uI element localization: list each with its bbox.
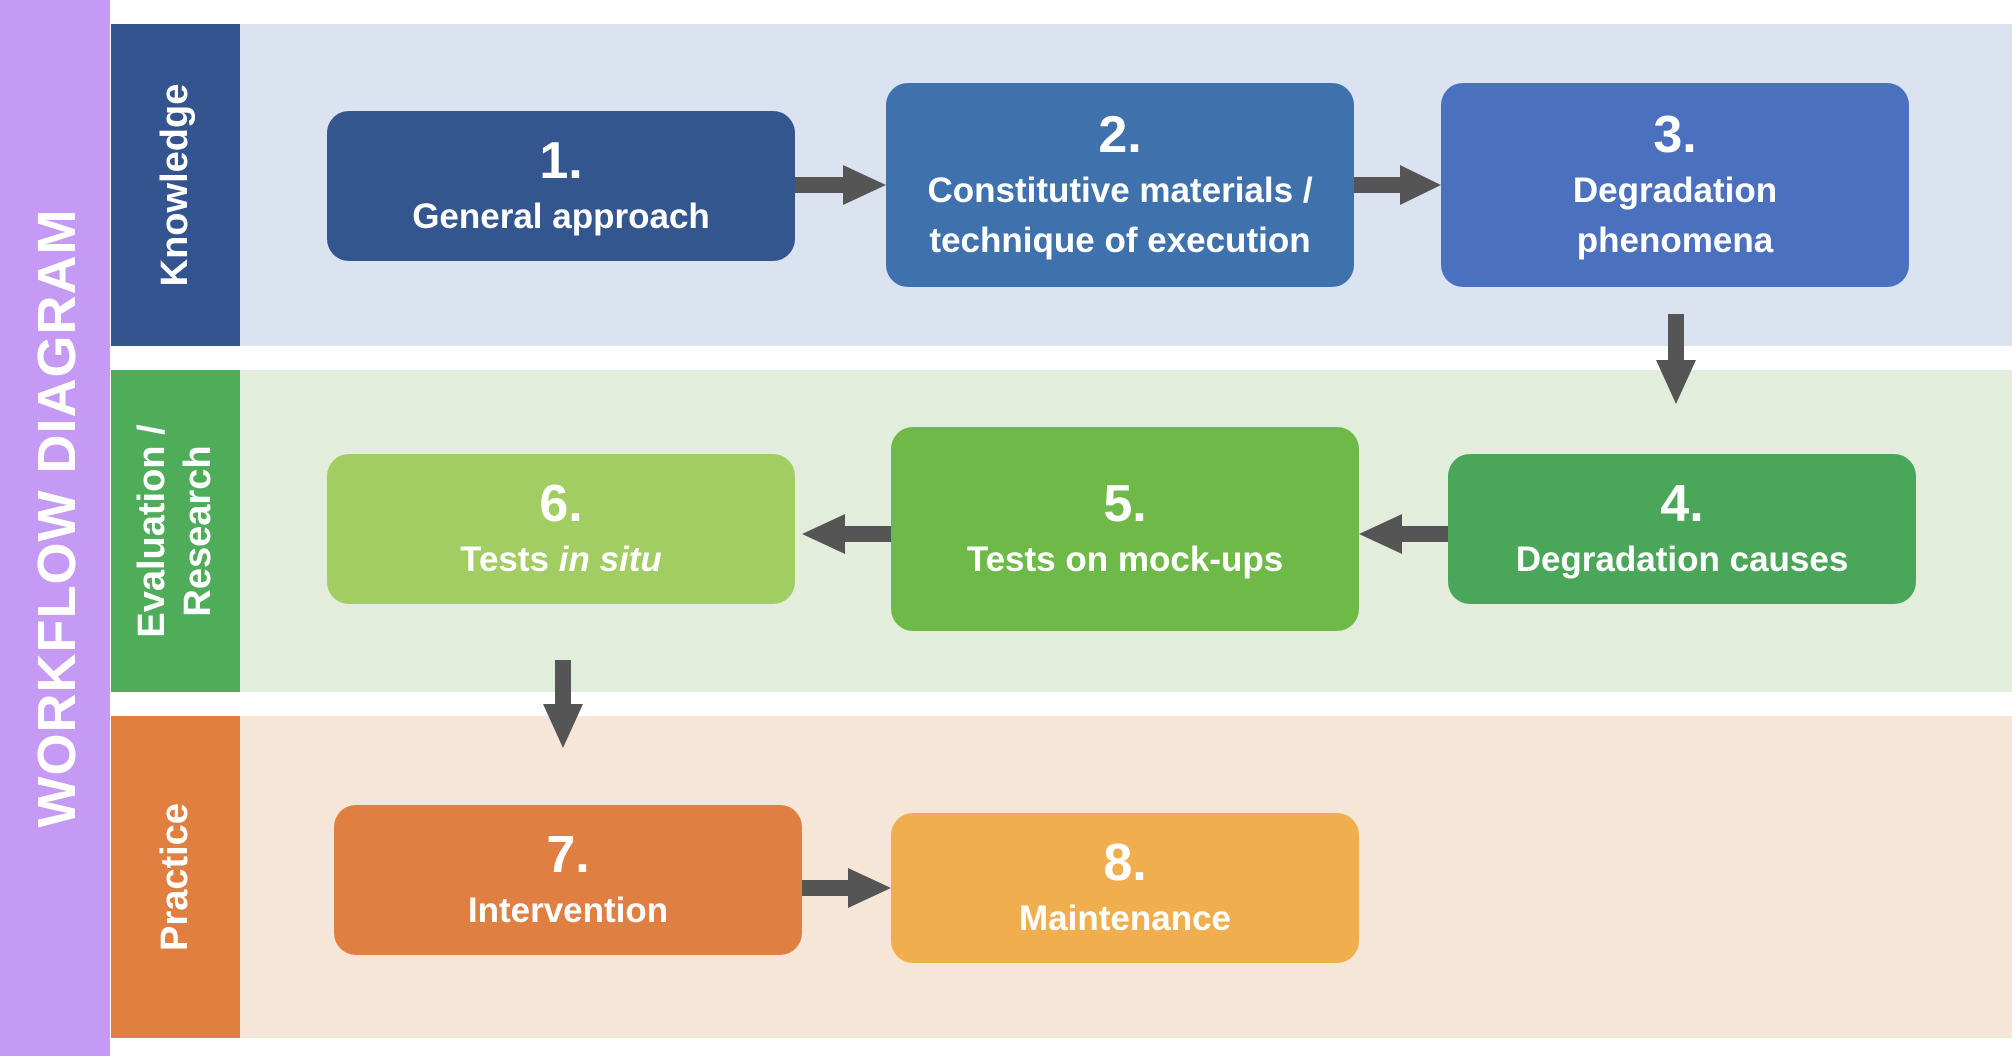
step-3-degradation-phenomena: 3. Degradation phenomena [1441, 83, 1909, 287]
step-number: 2. [1098, 106, 1142, 164]
step-number: 7. [546, 826, 590, 884]
arrow-6-to-7 [543, 660, 583, 748]
step-label-prefix: Tests [460, 540, 550, 579]
arrow-3-to-4 [1656, 314, 1696, 404]
step-7-intervention: 7. Intervention [334, 805, 802, 955]
lane-practice-header [111, 716, 240, 1038]
step-label: Constitutive materials / technique of ex… [927, 171, 1313, 260]
step-number: 8. [1103, 834, 1147, 892]
step-label: General approach [412, 197, 710, 236]
step-5-tests-on-mock-ups: 5. Tests on mock-ups [891, 427, 1359, 631]
step-4-degradation-causes: 4. Degradation causes [1448, 454, 1916, 604]
arrow-5-to-6 [802, 514, 891, 554]
step-label: Intervention [467, 891, 669, 930]
title-bar [0, 0, 110, 1056]
step-1-general-approach: 1. General approach [327, 111, 795, 261]
step-label: Degradation causes [1515, 540, 1849, 579]
step-2-constitutive-materials: 2. Constitutive materials / technique of… [886, 83, 1354, 287]
arrow-1-to-2 [795, 165, 886, 205]
step-8-maintenance: 8. Maintenance [891, 813, 1359, 963]
lane-knowledge-header [111, 24, 240, 346]
arrow-2-to-3 [1354, 165, 1441, 205]
step-number: 4. [1660, 475, 1704, 533]
step-6-tests-in-situ: 6. Tests in situ [327, 454, 795, 604]
step-number: 3. [1653, 106, 1697, 164]
lane-evaluation-header [111, 370, 240, 692]
step-label-italic: in situ [558, 540, 662, 579]
arrow-4-to-5 [1359, 514, 1448, 554]
step-label: Maintenance [1019, 899, 1231, 938]
step-number: 5. [1103, 475, 1147, 533]
step-label: Tests on mock-ups [966, 540, 1284, 579]
step-number: 6. [539, 475, 583, 533]
arrow-7-to-8 [802, 868, 891, 908]
step-number: 1. [539, 132, 583, 190]
step-label: Tests in situ [460, 535, 662, 585]
step-label: Degradation phenomena [1572, 171, 1778, 260]
